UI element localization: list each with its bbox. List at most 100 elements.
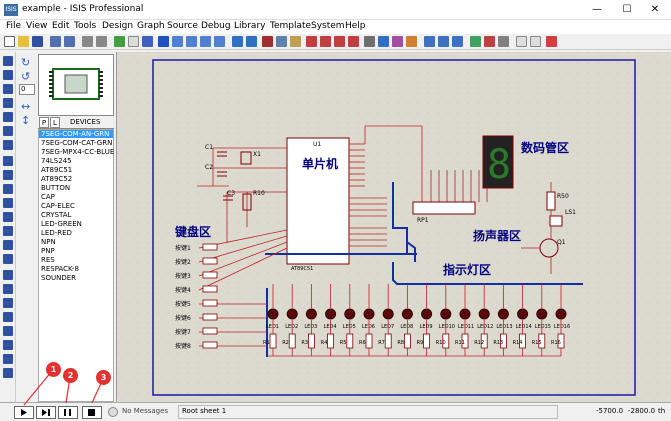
paste-icon[interactable] [290,36,301,47]
menu-graph[interactable]: Graph [137,21,165,31]
list-item[interactable]: 7SEG-COM-AN-GRN [39,130,113,138]
menu-file[interactable]: File [6,21,22,31]
list-item[interactable]: CRYSTAL [41,211,72,219]
list-item[interactable]: AT89C51 [41,166,73,174]
mirror-vertical-icon[interactable]: ↕ [21,114,31,127]
list-item[interactable]: PNP [41,247,55,255]
open-folder-icon[interactable] [18,36,29,47]
menu-tools[interactable]: Tools [74,21,97,31]
erc-icon[interactable] [530,36,541,47]
list-item[interactable]: 74LS245 [41,157,72,165]
pick-device-icon[interactable] [364,36,375,47]
menu-view[interactable]: View [26,21,48,31]
pan-icon[interactable] [158,36,169,47]
list-item[interactable]: 7SEG-COM-CAT-GRN [41,139,113,147]
led[interactable] [421,308,433,320]
led-resistor[interactable] [346,333,354,349]
mirror-horizontal-icon[interactable]: ↔ [21,100,31,113]
grid-icon[interactable] [128,36,139,47]
list-item[interactable]: RESPACK-8 [41,265,79,273]
search-tag-icon[interactable] [438,36,449,47]
led[interactable] [401,308,413,320]
make-device-icon[interactable] [378,36,389,47]
netlist-ares-icon[interactable] [546,36,557,47]
terminal-icon[interactable] [3,156,13,166]
list-item[interactable]: 7SEG-MPX4-CC-BLUE [41,148,115,156]
exit-parent-icon[interactable] [498,36,509,47]
list-item[interactable]: CAP-ELEC [41,202,75,210]
symbol-icon[interactable] [3,354,13,364]
block-delete-icon[interactable] [348,36,359,47]
led-resistor[interactable] [423,333,431,349]
menu-design[interactable]: Design [102,21,134,31]
path-icon[interactable] [3,326,13,336]
wire-label-icon[interactable] [3,98,13,108]
led[interactable] [325,308,337,320]
maximize-button[interactable]: ☐ [622,4,632,15]
origin-icon[interactable] [142,36,153,47]
list-item[interactable]: CAP [41,193,55,201]
list-item[interactable]: LED-RED [41,229,72,237]
menu-template[interactable]: Template [270,21,312,31]
led[interactable] [344,308,356,320]
list-item[interactable]: SOUNDER [41,274,76,282]
list-item[interactable]: RES [41,256,55,264]
zoom-out-icon[interactable] [186,36,197,47]
undo-icon[interactable] [232,36,243,47]
led[interactable] [382,308,394,320]
list-item[interactable]: LED-GREEN [41,220,82,228]
zoom-in-icon[interactable] [172,36,183,47]
led-resistor[interactable] [403,333,411,349]
package-icon[interactable] [392,36,403,47]
led[interactable] [363,308,375,320]
list-item[interactable]: AT89C52 [41,175,73,183]
cut-icon[interactable] [262,36,273,47]
menu-system[interactable]: System [311,21,345,31]
led[interactable] [536,308,548,320]
led[interactable] [305,308,317,320]
led-resistor[interactable] [288,333,296,349]
generator-icon[interactable] [3,212,13,222]
led-resistor[interactable] [327,333,335,349]
marker-icon[interactable] [3,368,13,378]
close-button[interactable]: ✕ [650,4,660,15]
bom-icon[interactable] [516,36,527,47]
decompose-icon[interactable] [406,36,417,47]
messages-status[interactable]: No Messages [122,407,169,415]
led[interactable] [440,308,452,320]
rotation-angle-field[interactable]: 0 [19,84,35,95]
led[interactable] [478,308,490,320]
print-icon[interactable] [82,36,93,47]
rotate-cw-icon[interactable]: ↻ [21,56,31,69]
circle-icon[interactable] [3,298,13,308]
sheet-new-icon[interactable] [470,36,481,47]
block-move-icon[interactable] [320,36,331,47]
step-button[interactable] [36,406,56,419]
copy-icon[interactable] [276,36,287,47]
pin-icon[interactable] [3,170,13,180]
led-resistor[interactable] [269,333,277,349]
line-icon[interactable] [3,270,13,280]
export-icon[interactable] [64,36,75,47]
led[interactable] [497,308,509,320]
refresh-icon[interactable] [114,36,125,47]
pick-devices-tab[interactable]: P [39,117,49,128]
led-resistor[interactable] [365,333,373,349]
menu-debug[interactable]: Debug [201,21,231,31]
play-button[interactable] [14,406,34,419]
device-list[interactable]: 7SEG-COM-AN-GRN 7SEG-COM-CAT-GRN 7SEG-MP… [38,129,114,402]
subcircuit-icon[interactable] [3,140,13,150]
library-manager-tab[interactable]: L [50,117,60,128]
wire-autorouter-icon[interactable] [424,36,435,47]
arc-icon[interactable] [3,312,13,322]
zoom-area-icon[interactable] [214,36,225,47]
component-mode-icon[interactable] [3,70,13,80]
voltage-probe-icon[interactable] [3,226,13,236]
menu-help[interactable]: Help [345,21,366,31]
box-icon[interactable] [3,284,13,294]
block-rotate-icon[interactable] [334,36,345,47]
text-script-icon[interactable] [3,112,13,122]
graph-icon[interactable] [3,184,13,194]
current-probe-icon[interactable] [3,240,13,250]
led[interactable] [459,308,471,320]
